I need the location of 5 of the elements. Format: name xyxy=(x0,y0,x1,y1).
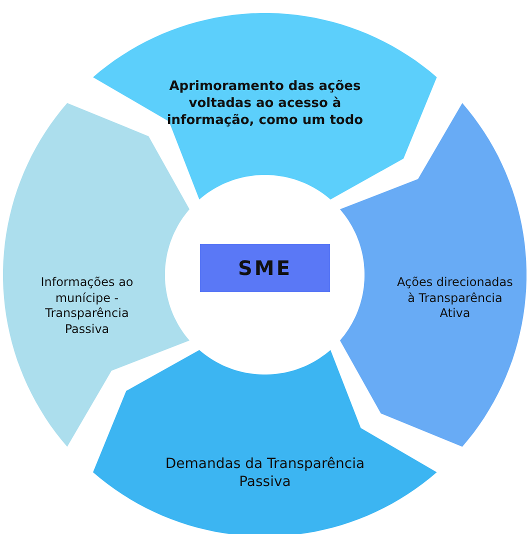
segment-label: Aprimoramento das ações voltadas ao acesso à informação, como um todo xyxy=(166,78,364,130)
segment-label: Demandas da Transparência Passiva xyxy=(164,454,366,492)
center-box: SME xyxy=(200,244,330,292)
segment-label: Informações ao munícipe - Transparência Passiva xyxy=(40,274,134,338)
segment-label: Ações direcionadas à Transparência Ativa xyxy=(396,274,514,322)
